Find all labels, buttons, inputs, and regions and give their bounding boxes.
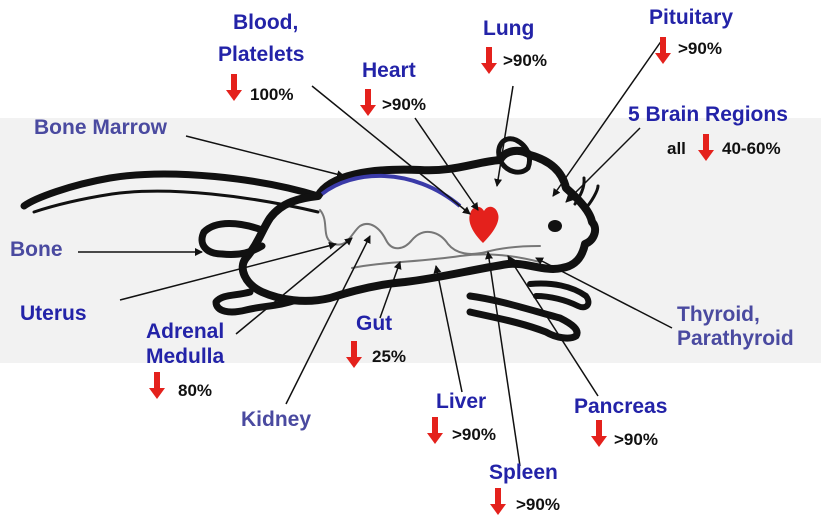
label-uterus: Uterus	[20, 303, 87, 325]
value-brain-prefix: all	[667, 140, 686, 158]
value-adrenal: 80%	[178, 382, 212, 400]
value-pancreas: >90%	[614, 431, 658, 449]
value-lung: >90%	[503, 52, 547, 70]
value-pituitary: >90%	[678, 40, 722, 58]
label-pancreas: Pancreas	[574, 396, 667, 418]
value-blood: 100%	[250, 86, 293, 104]
red-down-arrow-icon	[490, 488, 506, 515]
label-liver: Liver	[436, 391, 486, 413]
label-spleen: Spleen	[489, 462, 558, 484]
red-down-arrow-icon	[481, 47, 497, 74]
label-blood-line2: Platelets	[218, 44, 304, 66]
label-blood-line1: Blood,	[233, 12, 298, 34]
label-adrenal-line1: Adrenal	[146, 321, 224, 343]
label-adrenal-line2: Medulla	[146, 346, 224, 368]
label-brain-regions: 5 Brain Regions	[628, 104, 788, 126]
value-heart: >90%	[382, 96, 426, 114]
label-bone: Bone	[10, 239, 63, 261]
value-liver: >90%	[452, 426, 496, 444]
red-down-arrow-icon	[655, 37, 671, 64]
label-thyroid-line1: Thyroid,	[677, 304, 760, 326]
value-spleen: >90%	[516, 496, 560, 514]
red-down-arrow-icon	[149, 372, 165, 399]
mouse-eye	[548, 220, 562, 232]
label-heart: Heart	[362, 60, 416, 82]
label-kidney: Kidney	[241, 409, 311, 431]
value-brain: 40-60%	[722, 140, 781, 158]
label-thyroid-line2: Parathyroid	[677, 328, 794, 350]
red-down-arrow-icon	[591, 420, 607, 447]
value-gut: 25%	[372, 348, 406, 366]
red-down-arrow-icon	[360, 89, 376, 116]
red-down-arrow-icon	[427, 417, 443, 444]
label-gut: Gut	[356, 313, 392, 335]
label-pituitary: Pituitary	[649, 7, 733, 29]
red-down-arrow-icon	[226, 74, 242, 101]
label-lung: Lung	[483, 18, 534, 40]
label-bone-marrow: Bone Marrow	[34, 117, 167, 139]
